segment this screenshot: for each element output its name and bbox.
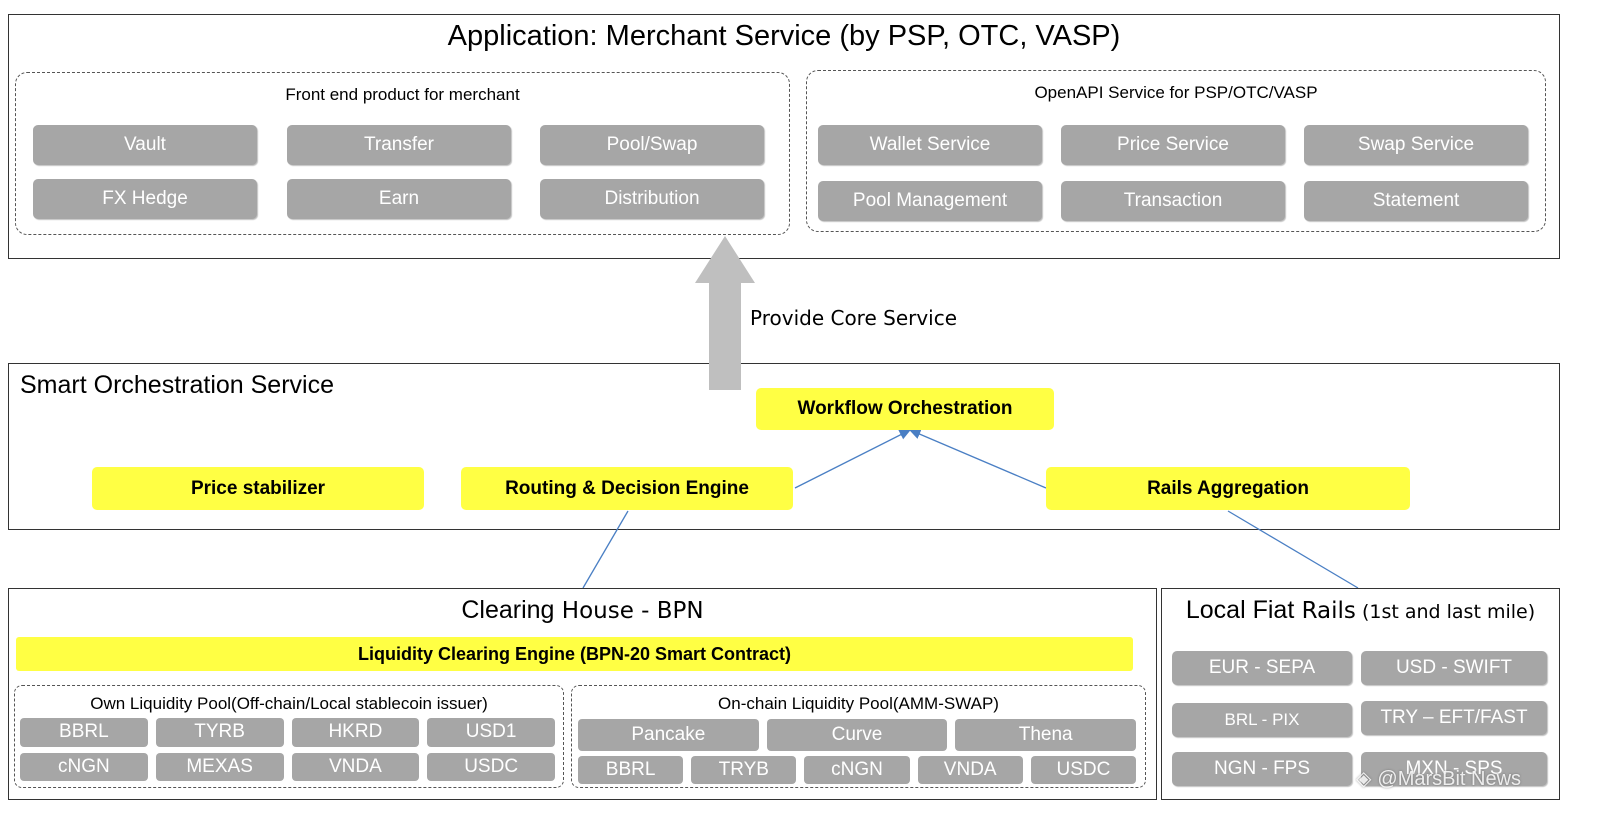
own-pool-token-mexas[interactable]: MEXAS bbox=[155, 752, 284, 781]
transfer-button[interactable]: Transfer bbox=[287, 125, 511, 165]
provide-core-service-label: Provide Core Service bbox=[750, 306, 958, 330]
front-end-title: Front end product for merchant bbox=[285, 85, 520, 104]
dex-thena[interactable]: Thena bbox=[955, 719, 1136, 751]
own-pool-token-usdc[interactable]: USDC bbox=[427, 752, 555, 781]
front-end-group bbox=[15, 72, 790, 235]
orchestration-title: Smart Orchestration Service bbox=[20, 371, 334, 399]
distribution-button[interactable]: Distribution bbox=[540, 179, 764, 219]
fiat-title-c: (1st and last mile) bbox=[1355, 601, 1536, 623]
transaction-button[interactable]: Transaction bbox=[1061, 181, 1285, 221]
watermark-logo-icon: ◈ bbox=[1356, 768, 1372, 790]
pool-swap-button[interactable]: Pool/Swap bbox=[540, 125, 764, 165]
onchain-token-tryb[interactable]: TRYB bbox=[691, 756, 797, 784]
openapi-title: OpenAPI Service for PSP/OTC/VASP bbox=[1034, 83, 1318, 102]
clearing-house-title: Clearing House - BPN bbox=[8, 596, 1157, 625]
onchain-token-vnda[interactable]: VNDA bbox=[917, 756, 1023, 784]
routing-decision-engine-box[interactable]: Routing & Decision Engine bbox=[461, 467, 793, 510]
onchain-token-usdc[interactable]: USDC bbox=[1030, 756, 1136, 784]
own-pool-token-vnda[interactable]: VNDA bbox=[291, 752, 420, 781]
fx-hedge-button[interactable]: FX Hedge bbox=[33, 179, 257, 219]
fiat-rail-try-eft-fast[interactable]: TRY – EFT/FAST bbox=[1361, 701, 1547, 735]
fiat-title-a: Local Fiat bbox=[1185, 596, 1295, 624]
own-pool-token-bbrl[interactable]: BBRL bbox=[20, 718, 148, 747]
openapi-group bbox=[806, 70, 1546, 232]
own-pool-token-tyrb[interactable]: TYRB bbox=[155, 718, 284, 747]
vault-button[interactable]: Vault bbox=[33, 125, 257, 165]
fiat-title-b: Rails bbox=[1294, 598, 1356, 624]
statement-button[interactable]: Statement bbox=[1304, 181, 1528, 221]
watermark: ◈@MarsBit News bbox=[1356, 766, 1521, 791]
fiat-rail-eur-sepa[interactable]: EUR - SEPA bbox=[1172, 651, 1352, 685]
price-stabilizer-box[interactable]: Price stabilizer bbox=[92, 467, 424, 510]
watermark-text: @MarsBit News bbox=[1377, 768, 1522, 790]
earn-button[interactable]: Earn bbox=[287, 179, 511, 219]
dex-pancake[interactable]: Pancake bbox=[578, 719, 759, 751]
own-liquidity-pool-grid: BBRL TYRB HKRD USD1 cNGN MEXAS VNDA USDC bbox=[20, 718, 555, 781]
dex-curve[interactable]: Curve bbox=[766, 719, 948, 751]
own-pool-token-cngn[interactable]: cNGN bbox=[20, 752, 148, 781]
own-pool-token-hkrd[interactable]: HKRD bbox=[291, 718, 420, 747]
onchain-token-row: BBRL TRYB cNGN VNDA USDC bbox=[578, 756, 1136, 784]
rails-aggregation-box[interactable]: Rails Aggregation bbox=[1046, 467, 1410, 510]
liquidity-clearing-engine-box[interactable]: Liquidity Clearing Engine (BPN-20 Smart … bbox=[16, 637, 1133, 671]
workflow-orchestration-box[interactable]: Workflow Orchestration bbox=[756, 388, 1054, 430]
own-liquidity-pool-group bbox=[14, 685, 564, 788]
onchain-token-cngn[interactable]: cNGN bbox=[804, 756, 910, 784]
own-liquidity-pool-title: Own Liquidity Pool(Off-chain/Local stabl… bbox=[90, 694, 488, 713]
own-pool-token-usd1[interactable]: USD1 bbox=[427, 718, 555, 747]
clearing-house-title-a: Clearing bbox=[461, 596, 555, 624]
onchain-dex-row: Pancake Curve Thena bbox=[578, 719, 1136, 751]
application-panel bbox=[8, 14, 1560, 259]
fiat-rail-brl-pix[interactable]: BRL - PIX bbox=[1172, 703, 1352, 737]
application-title: Application: Merchant Service (by PSP, O… bbox=[447, 20, 1121, 52]
fiat-rail-usd-swift[interactable]: USD - SWIFT bbox=[1361, 651, 1547, 685]
clearing-house-title-b: House - BPN bbox=[554, 598, 704, 624]
local-fiat-rails-title: Local Fiat Rails (1st and last mile) bbox=[1161, 596, 1560, 625]
swap-service-button[interactable]: Swap Service bbox=[1304, 125, 1528, 165]
onchain-liquidity-pool-group bbox=[571, 685, 1146, 788]
onchain-token-bbrl[interactable]: BBRL bbox=[578, 756, 684, 784]
wallet-service-button[interactable]: Wallet Service bbox=[818, 125, 1042, 165]
pool-management-button[interactable]: Pool Management bbox=[818, 181, 1042, 221]
onchain-liquidity-pool-title: On-chain Liquidity Pool(AMM-SWAP) bbox=[718, 694, 999, 713]
fiat-rail-mxn-sps[interactable]: MXN - SPS bbox=[1361, 752, 1547, 786]
fiat-rail-ngn-fps[interactable]: NGN - FPS bbox=[1172, 752, 1352, 786]
price-service-button[interactable]: Price Service bbox=[1061, 125, 1285, 165]
